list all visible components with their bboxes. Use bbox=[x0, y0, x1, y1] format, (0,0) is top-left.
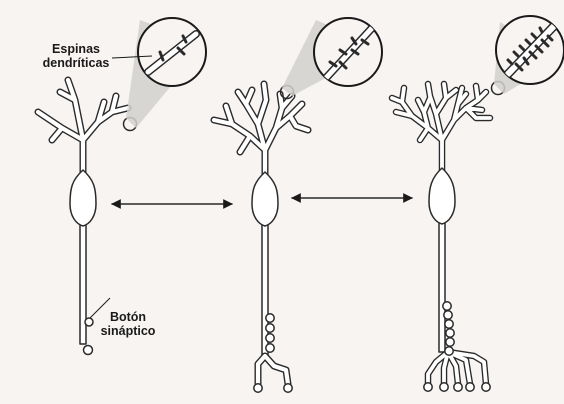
neuron-stage-2 bbox=[214, 84, 308, 392]
bouton-label: Botón sináptico bbox=[96, 310, 160, 338]
synaptic-bouton-marker bbox=[85, 318, 93, 326]
soma-stage-1 bbox=[70, 170, 96, 226]
dendrites-stage-3 bbox=[392, 84, 490, 176]
bouton-label-line2: sináptico bbox=[96, 324, 160, 338]
axon-terminal-stage-2b bbox=[284, 384, 292, 392]
axon-stage-3 bbox=[428, 222, 486, 384]
dendrites-stage-1 bbox=[38, 80, 128, 178]
axon-terminal-stage-2a bbox=[254, 384, 262, 392]
zoom-callout-2 bbox=[282, 18, 382, 96]
neuron-stage-3 bbox=[392, 82, 505, 392]
axon-stage-1 bbox=[80, 222, 86, 344]
zoom-callout-1 bbox=[126, 18, 206, 128]
axon-terminals-stage-3 bbox=[424, 383, 490, 391]
spines-label-line2: dendríticas bbox=[38, 56, 114, 70]
spines-label: Espinas dendríticas bbox=[38, 42, 114, 70]
soma-stage-3 bbox=[429, 168, 455, 224]
axon-terminal-stage-1 bbox=[84, 346, 93, 355]
spines-label-line1: Espinas bbox=[38, 42, 114, 56]
axon-stage-2 bbox=[258, 222, 288, 384]
soma-stage-2 bbox=[252, 172, 278, 226]
zoom-callout-3 bbox=[494, 16, 564, 94]
bouton-label-line1: Botón bbox=[96, 310, 160, 324]
dendrites-stage-2 bbox=[214, 84, 308, 182]
